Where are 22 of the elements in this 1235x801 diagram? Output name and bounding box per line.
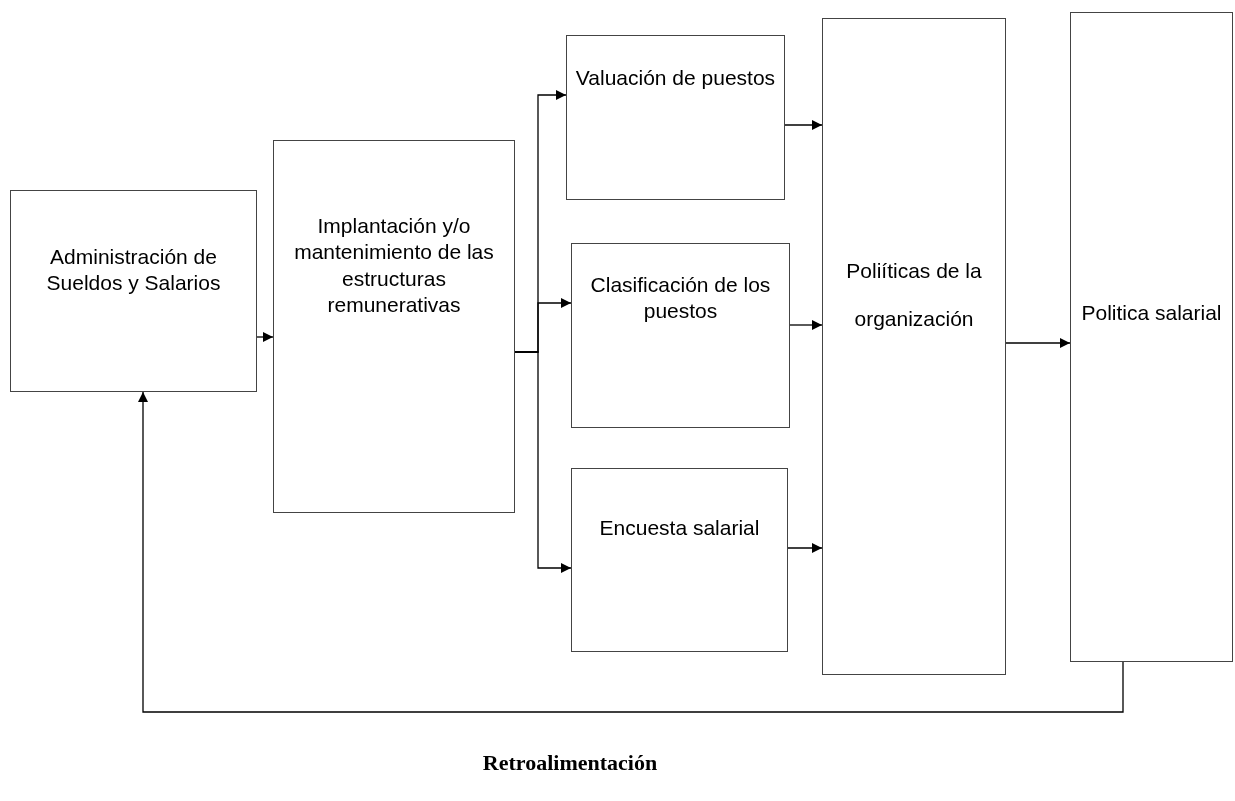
box-label: Poliíticas de la organización <box>845 258 983 333</box>
box-label: Politica salarial <box>1080 300 1223 326</box>
process-box <box>273 140 515 513</box>
process-box <box>571 243 790 428</box>
arrow <box>514 351 572 573</box>
arrow <box>1005 338 1071 348</box>
process-box <box>571 468 788 652</box>
arrow <box>787 543 823 553</box>
feedback-label: Retroalimentación <box>481 750 659 776</box>
process-box <box>566 35 785 200</box>
arrow <box>256 332 274 342</box>
box-label: Valuación de puestos <box>575 65 776 91</box>
process-box <box>10 190 257 392</box>
arrow <box>138 391 1124 713</box>
box-label: Encuesta salarial <box>598 515 761 541</box>
box-label: Implantación y/o mantenimiento de las estructuras remunerativas <box>293 213 495 318</box>
box-label: Clasificación de los puestos <box>589 272 772 325</box>
process-box <box>1070 12 1233 662</box>
arrow <box>789 320 823 330</box>
process-box <box>822 18 1006 675</box>
arrow <box>784 120 823 130</box>
box-label: Administración de Sueldos y Salarios <box>45 244 222 297</box>
